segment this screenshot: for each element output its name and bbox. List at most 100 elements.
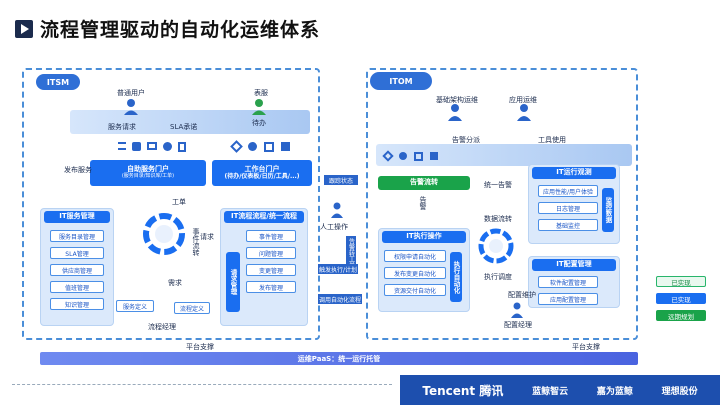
service-item[interactable]: 知识管理 xyxy=(50,298,104,310)
calendar-icon xyxy=(264,142,274,152)
track-status-arrow: 跟踪状态 xyxy=(324,175,358,185)
tool-use-label: 工具使用 xyxy=(538,136,566,144)
monitor-item[interactable]: 应用性能/用户体验 xyxy=(538,185,598,197)
canway-logo: 嘉为蓝鲸 xyxy=(596,386,633,397)
itsm-top-band xyxy=(70,110,310,134)
demand-label: 需求 xyxy=(168,279,182,287)
exec-schedule-label: 执行调度 xyxy=(484,273,512,281)
monitor-icon xyxy=(147,142,157,150)
itom-top-band xyxy=(376,144,632,166)
event-flow-label: 事件流转 xyxy=(192,228,200,256)
apps-icon xyxy=(430,152,438,160)
lixiang-logo: 理想股份 xyxy=(661,386,698,397)
legend-item: 远期规划 xyxy=(656,310,706,321)
exec-automation-label: 执行自动化 xyxy=(450,252,462,302)
chat-icon xyxy=(163,142,172,151)
data-flow-label: 数据流转 xyxy=(484,215,512,223)
service-item[interactable]: SLA管理 xyxy=(50,247,104,259)
app-ops-label: 应用运维 xyxy=(509,96,537,104)
list-icon xyxy=(118,142,126,150)
exec-item[interactable]: 资源交付自动化 xyxy=(384,284,446,296)
config-item[interactable]: 应用配置管理 xyxy=(538,293,598,305)
pie-icon xyxy=(248,142,257,151)
config-items-list: 软件配置管理应用配置管理 xyxy=(538,276,598,310)
itsm-tag: ITSM xyxy=(36,74,80,90)
calendar12-icon xyxy=(414,152,423,161)
engine-item[interactable]: 事件管理 xyxy=(246,230,296,242)
process-manager-label: 流程经理 xyxy=(148,323,176,331)
work-portal[interactable]: 工作台门户 (待办/仪表板/日历/工具/...) xyxy=(212,160,312,186)
chart-pie-icon xyxy=(399,152,407,160)
user-label: 普通用户 xyxy=(117,89,145,97)
alert-share-label: 告警分派 xyxy=(452,136,480,144)
publish-label: 发布服务 xyxy=(64,166,92,174)
legend-item: 已实现 xyxy=(656,293,706,304)
itom-panel xyxy=(366,68,638,340)
manual-operation-label: 人工操作 xyxy=(320,223,348,231)
wrench-icon xyxy=(382,150,394,162)
sla-label: SLA承诺 xyxy=(170,123,198,131)
user-icon xyxy=(124,99,138,115)
self-service-icons xyxy=(118,142,198,154)
legend-item: 已实现 xyxy=(656,276,706,287)
work-portal-label: 工作台门户 xyxy=(244,164,280,173)
footer-bar: Tencent 腾讯 蓝鲸智云 嘉为蓝鲸 理想股份 xyxy=(400,375,720,405)
engine-item[interactable]: 发布管理 xyxy=(246,281,296,293)
dept-user-icon xyxy=(252,99,266,115)
page-title: 流程管理驱动的自动化运维体系 xyxy=(40,19,321,41)
monitor-item[interactable]: 日志管理 xyxy=(538,202,598,214)
unified-alert-label: 统一告警 xyxy=(484,181,512,189)
work-portal-icons xyxy=(230,140,312,154)
it-exec-title: IT执行操作 xyxy=(382,231,466,243)
it-ops-monitor-title: IT运行观测 xyxy=(532,167,616,179)
play-square-icon xyxy=(15,20,33,38)
work-portal-sub: (待办/仪表板/日历/工具/...) xyxy=(224,172,300,180)
monitor-items-list: 应用性能/用户体验日志管理基础监控 xyxy=(538,185,598,236)
event-flow-ring-icon xyxy=(143,213,185,255)
grid-icon xyxy=(281,142,290,151)
config-manager-icon xyxy=(511,302,523,318)
tools-icon xyxy=(230,140,243,153)
engine-items-list: 事件管理问题管理变更管理发布管理 xyxy=(246,230,296,298)
service-item[interactable]: 值班管理 xyxy=(50,281,104,293)
self-portal-sub: (服务目录/知识库/工单) xyxy=(121,173,175,180)
robot-icon xyxy=(132,142,141,151)
exec-items-list: 权限申请自动化发布变更自动化资源交付自动化 xyxy=(384,250,446,301)
alert-flow-button[interactable]: 告警流转 xyxy=(378,176,470,190)
config-maint-label: 配置维护 xyxy=(508,291,536,299)
tencent-logo: Tencent 腾讯 xyxy=(422,383,504,398)
trigger-auto-arrow: 调用自动化流程 xyxy=(318,294,362,304)
operator-icon xyxy=(331,202,343,218)
self-service-portal[interactable]: 自助服务门户 (服务目录/知识库/工单) xyxy=(90,160,206,186)
it-service-mgmt-title: IT服务管理 xyxy=(44,211,110,223)
infra-ops-user-icon xyxy=(448,104,462,121)
engine-item[interactable]: 变更管理 xyxy=(246,264,296,276)
paas-bar: 运维PaaS：统一运行托管 xyxy=(40,352,638,365)
service-item[interactable]: 供应商管理 xyxy=(50,264,104,276)
alert-label: 告警 xyxy=(419,196,427,210)
request-mgmt-label: 请求管理 xyxy=(226,252,240,312)
infra-ops-label: 基础架构运维 xyxy=(436,96,478,104)
monitor-data-label: 监控数据 xyxy=(602,188,614,232)
it-config-title: IT配置管理 xyxy=(532,259,616,271)
engine-item[interactable]: 问题管理 xyxy=(246,247,296,259)
ticket-label: 工单 xyxy=(172,198,186,206)
alert-to-ticket-arrow: 告警转工单 xyxy=(346,236,356,270)
exec-item[interactable]: 权限申请自动化 xyxy=(384,250,446,262)
exec-plan-arrow: 触发执行/计划 xyxy=(318,264,358,274)
config-manager-label: 配置经理 xyxy=(504,321,532,329)
service-item[interactable]: 服务目录管理 xyxy=(50,230,104,242)
itom-tag: ITOM xyxy=(370,72,432,90)
it-process-engine-title: IT流程流程/统一流程 xyxy=(224,211,304,223)
exec-schedule-ring-icon xyxy=(478,228,514,264)
legend: 已实现已实现远期规划 xyxy=(656,276,706,327)
config-item[interactable]: 软件配置管理 xyxy=(538,276,598,288)
service-definition-button[interactable]: 服务定义 xyxy=(116,300,154,312)
footer-dotted-line xyxy=(12,384,392,385)
app-ops-user-icon xyxy=(517,104,531,121)
platform-support-right: 平台支撑 xyxy=(572,343,600,351)
pending-label: 待办 xyxy=(252,119,266,127)
exec-item[interactable]: 发布变更自动化 xyxy=(384,267,446,279)
monitor-item[interactable]: 基础监控 xyxy=(538,219,598,231)
flow-definition-button[interactable]: 流程定义 xyxy=(174,302,210,314)
